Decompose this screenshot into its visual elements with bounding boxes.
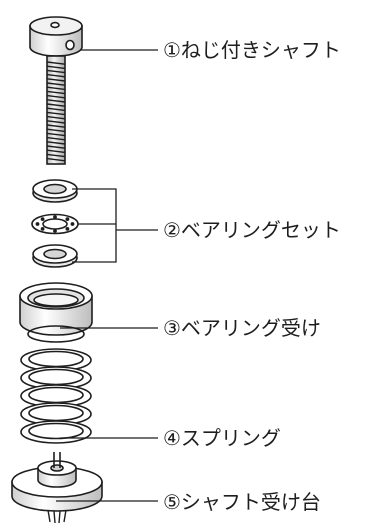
bearing-washer-top	[32, 179, 78, 203]
leader-bracket-2	[72, 188, 158, 263]
bearing-holder	[19, 282, 93, 343]
bearing-ball-cage	[31, 213, 79, 235]
bearing-washer-bottom	[32, 244, 78, 268]
leader-lines	[56, 49, 158, 502]
label-bearing-holder: ③ベアリング受け	[163, 316, 321, 340]
shaft-base	[11, 452, 103, 524]
spring	[20, 348, 92, 444]
label-bearing-set: ②ベアリングセット	[163, 218, 341, 242]
label-threaded-shaft: ①ねじ付きシャフト	[163, 38, 341, 62]
label-spring: ④スプリング	[163, 426, 281, 450]
threaded-shaft	[29, 16, 83, 57]
threaded-shaft-body	[46, 55, 66, 165]
label-shaft-base: ⑤シャフト受け台	[163, 490, 321, 514]
